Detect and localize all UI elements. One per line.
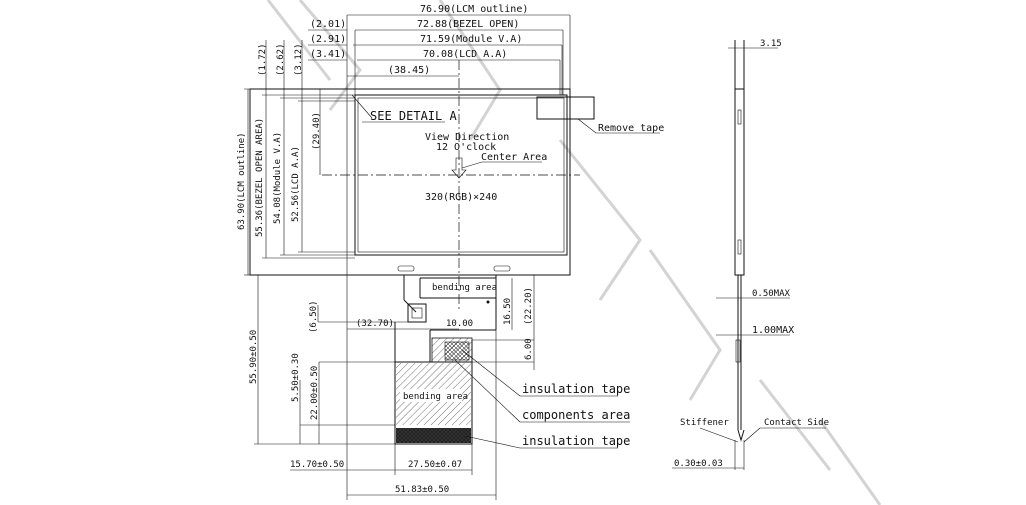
fpc-callouts: [454, 349, 630, 449]
dim-51-83: 51.83±0.50: [395, 485, 449, 495]
direction-arrow-icon: [451, 157, 467, 179]
dim-offset-262: (2.62): [276, 43, 286, 76]
insulation-tape-label-1: insulation tape: [522, 382, 630, 396]
dim-22-20: (22.20): [524, 287, 534, 325]
side-view: [672, 40, 826, 470]
dim-lcd-aa-width: 70.08(LCD A.A): [423, 49, 507, 60]
components-area-label: components area: [522, 408, 630, 422]
bending-area-lower: bending area: [403, 392, 468, 402]
dim-27-50: 27.50±0.07: [408, 460, 462, 470]
side-030-label: 0.30±0.03: [674, 459, 723, 469]
bending-area-upper: bending area: [432, 283, 497, 293]
slot-right: [493, 265, 511, 272]
dim-offset-291: (2.91): [310, 34, 346, 45]
contact-side-label: Contact Side: [764, 418, 829, 428]
slot-left: [397, 265, 415, 272]
remove-tape-label: Remove tape: [598, 123, 664, 134]
left-dimensions: [244, 40, 355, 276]
dim-10-00: 10.00: [446, 319, 473, 329]
center-area-label: Center Area: [481, 152, 547, 163]
view-direction-label: View Direction: [425, 132, 509, 143]
fpc-dimensions: [254, 275, 535, 500]
dim-center-3845: (38.45): [388, 65, 430, 76]
view-direction-clock: 12 O'clock: [436, 142, 496, 153]
dim-bezel-open-width: 72.88(BEZEL OPEN): [417, 19, 519, 30]
dim-bezel-open-height: 55.36(BEZEL OPEN AREA): [255, 118, 265, 237]
dim-center-2940: (29.40): [312, 112, 322, 150]
stiffener-label: Stiffener: [680, 418, 729, 428]
side-050max-label: 0.50MAX: [752, 289, 791, 299]
dim-22-00: 22.00±0.50: [310, 366, 320, 420]
dim-55-90: 55.90±0.50: [249, 330, 259, 384]
remove-tape-block: [536, 96, 595, 120]
resolution-label: 320(RGB)×240: [425, 192, 497, 203]
side-100max-label: 1.00MAX: [752, 325, 794, 336]
dim-lcm-outline-height: 63.90(LCM outline): [237, 132, 247, 230]
dim-lcm-outline-width: 76.90(LCM outline): [420, 4, 528, 15]
side-thickness-label: 3.15: [760, 39, 782, 49]
top-dimensions: [308, 14, 571, 500]
dim-offset-201: (2.01): [310, 19, 346, 30]
dim-offset-172: (1.72): [258, 43, 268, 76]
fpc-lower-area: [394, 361, 473, 445]
dim-16-50: 16.50: [503, 298, 513, 325]
dim-module-va-height: 54.08(Module V.A): [273, 132, 283, 224]
dim-5-50: 5.50±0.30: [291, 353, 301, 402]
dim-offset-312: (3.12): [294, 43, 304, 76]
dim-6-00: 6.00: [524, 338, 534, 360]
lcm-outline: [249, 88, 571, 276]
dim-32-70: (32.70): [356, 319, 394, 329]
insulation-tape-upper: [444, 341, 470, 361]
dim-6-50: (6.50): [309, 300, 319, 333]
insulation-tape-label-2: insulation tape: [522, 434, 630, 448]
dim-15-70: 15.70±0.50: [290, 460, 344, 470]
see-detail-label: SEE DETAIL A: [370, 109, 457, 123]
dim-lcd-aa-height: 52.56(LCD A.A): [291, 146, 301, 222]
fpc-connector: [407, 303, 427, 323]
dim-offset-341: (3.41): [310, 49, 346, 60]
dim-module-va-width: 71.59(Module V.A): [420, 34, 522, 45]
